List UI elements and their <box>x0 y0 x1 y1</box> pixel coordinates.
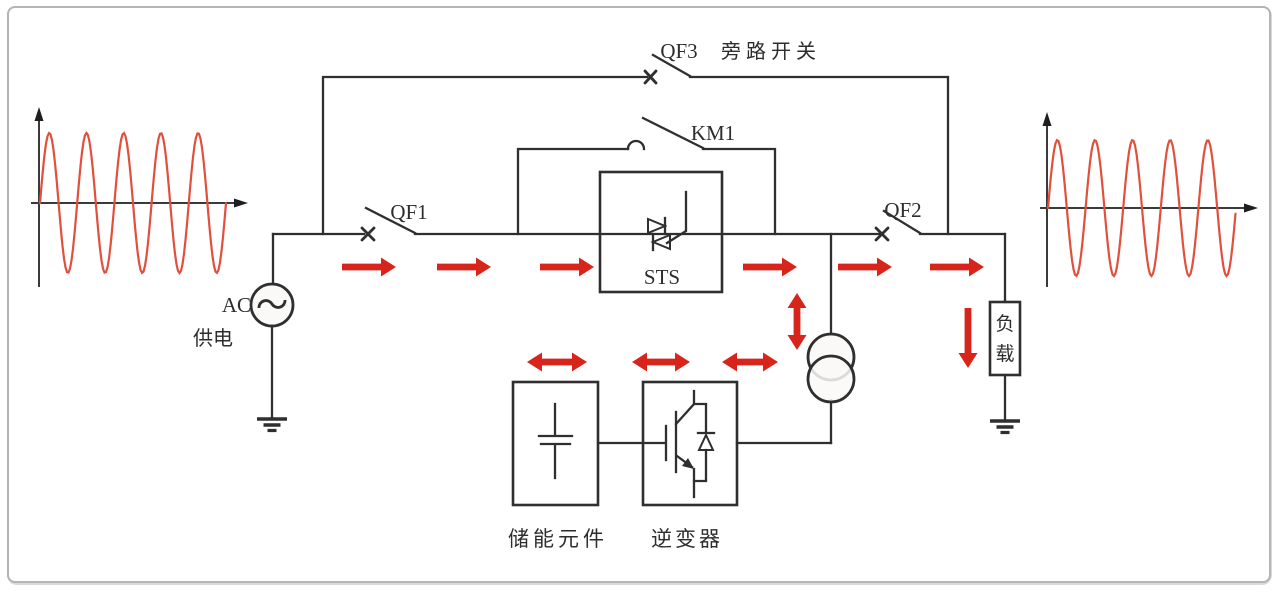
bidirectional-flow-arrow <box>787 293 807 350</box>
breaker-cross-icon <box>874 226 890 242</box>
contactor-blade <box>641 116 705 150</box>
breaker-cross-icon <box>360 226 376 242</box>
bypass-switch-label: 旁路开关 <box>721 40 821 63</box>
qf1-label: QF1 <box>390 200 427 224</box>
km1-label: KM1 <box>691 121 735 145</box>
ground-icon <box>990 419 1020 435</box>
bypass-branch: QF3 旁路开关 <box>321 39 950 236</box>
contactor-arc-icon <box>626 139 646 151</box>
power-flow-arrow <box>743 257 797 277</box>
storage-label: 储能元件 <box>508 527 608 551</box>
supply-label: 供电 <box>193 327 233 350</box>
input-waveform-plot <box>31 107 248 287</box>
ground-icon <box>257 417 287 433</box>
power-flow-arrow <box>838 257 892 277</box>
input-sine-wave <box>38 131 228 275</box>
bidirectional-flow-arrow <box>632 352 690 372</box>
power-flow-arrow <box>342 257 396 277</box>
breaker-blade <box>364 206 417 235</box>
breaker-blade <box>651 53 692 78</box>
qf2-label: QF2 <box>884 198 921 222</box>
load-char: 负 <box>995 313 1014 335</box>
emitter-arrow <box>682 458 694 469</box>
inverter-label: 逆变器 <box>651 527 723 551</box>
bidirectional-flow-arrow <box>722 352 778 372</box>
x-axis-arrow-icon <box>234 198 248 208</box>
energy-storage-block: 储能元件 <box>508 380 645 551</box>
breaker-cross-icon <box>643 69 658 85</box>
ac-label: AC <box>222 293 251 317</box>
ac-source: AC 供电 <box>193 232 295 433</box>
load-block: 负 载 <box>988 232 1022 435</box>
load-flow-arrow <box>958 308 978 368</box>
qf2-breaker: QF2 <box>874 198 922 242</box>
x-axis-arrow-icon <box>1244 203 1258 213</box>
sine-symbol-icon <box>257 299 287 309</box>
qf3-label: QF3 <box>660 39 697 63</box>
y-axis-arrow-icon <box>1042 112 1052 126</box>
transformer-winding-icon <box>806 354 856 404</box>
output-sine-wave <box>1046 138 1237 278</box>
inverter-block: 逆变器 <box>641 380 739 551</box>
transformer <box>735 232 856 445</box>
power-flow-arrow <box>540 257 594 277</box>
flow-arrows <box>342 257 984 372</box>
power-flow-arrow <box>437 257 491 277</box>
km1-contactor-branch: KM1 <box>516 116 777 236</box>
output-waveform-plot <box>1040 112 1258 287</box>
bidirectional-flow-arrow <box>527 352 587 372</box>
load-char: 载 <box>995 343 1014 365</box>
capacitor-icon <box>537 402 574 480</box>
breaker-blade <box>882 209 922 235</box>
frame-border <box>7 6 1271 583</box>
qf1-breaker: QF1 <box>360 200 428 242</box>
sts-label: STS <box>644 265 680 289</box>
sts-box <box>598 170 724 294</box>
y-axis-arrow-icon <box>34 107 44 121</box>
igbt-icon <box>642 389 716 499</box>
power-flow-arrow <box>930 257 984 277</box>
sts-block: STS <box>598 170 724 294</box>
thyristor-icon <box>647 190 688 252</box>
